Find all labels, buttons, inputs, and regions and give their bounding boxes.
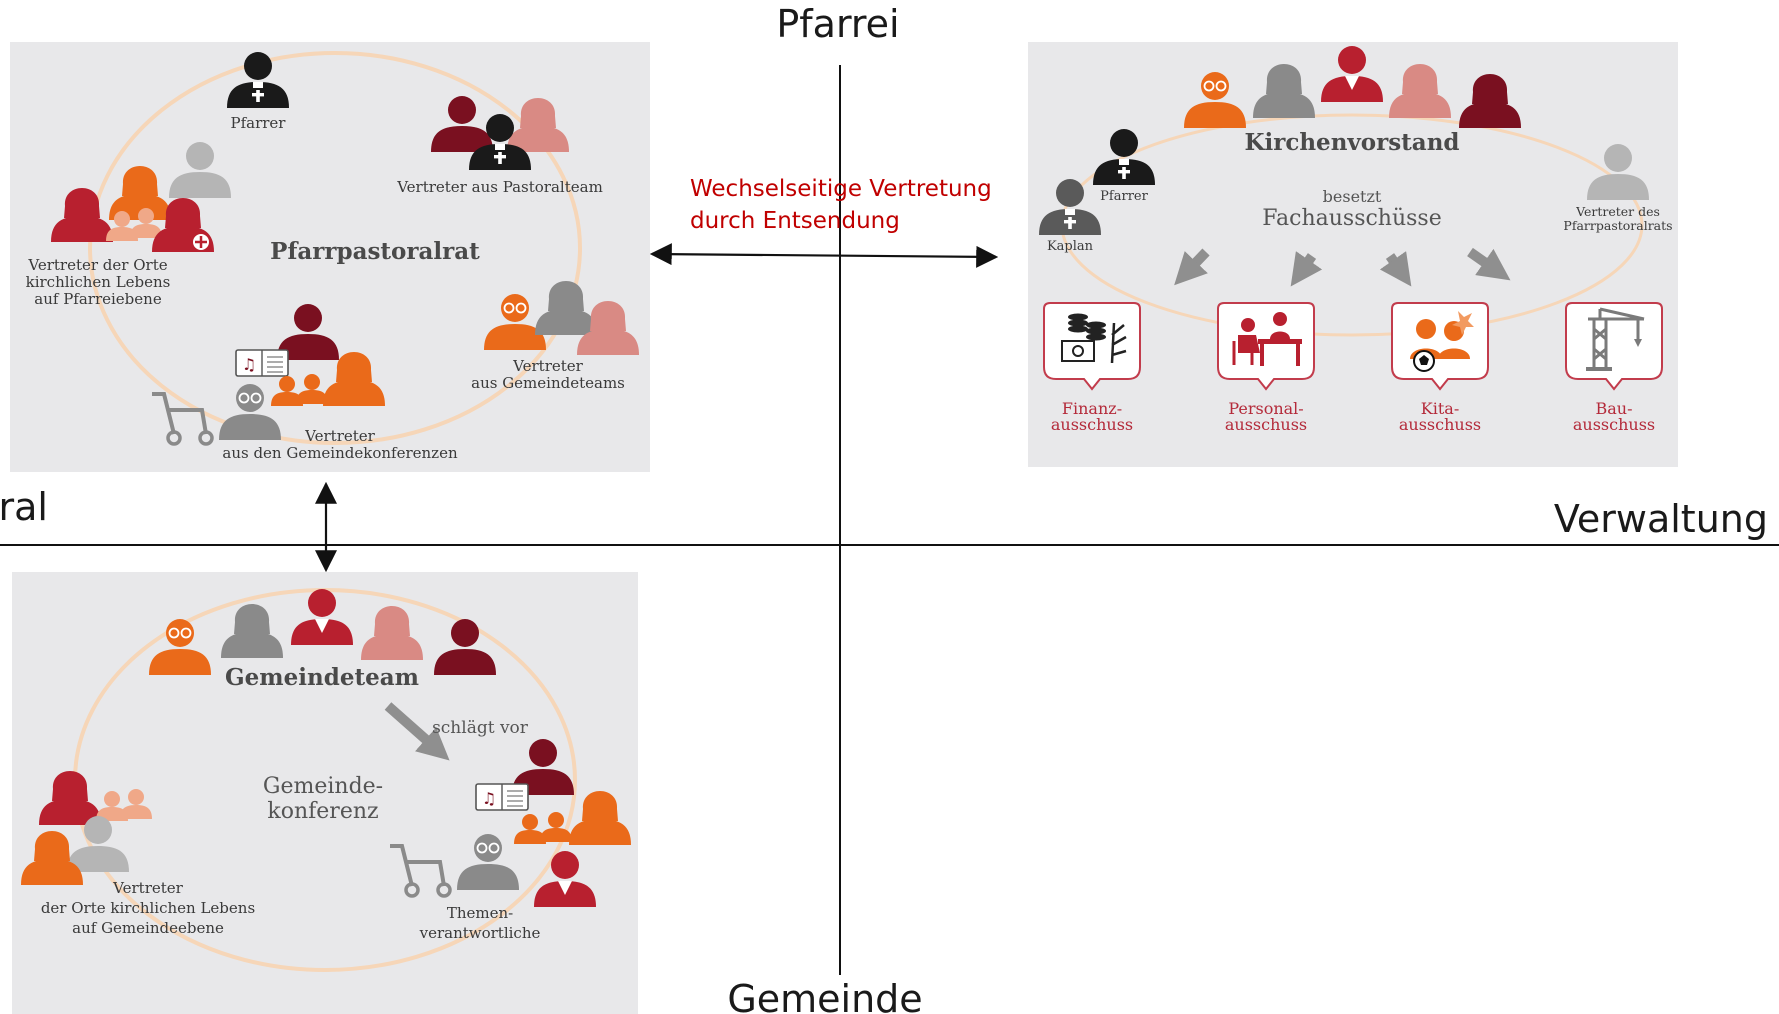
arrow-to-kitaausschuss [1379,251,1412,287]
pfarrpastoralrat-panel: Pfarrer Vertreter aus Pastoralteam Vertr… [10,42,650,472]
axis-label-pfarrei: Pfarrei [776,2,899,46]
gemeindekonferenzen-label-1: Vertreter [304,427,375,445]
desk-meeting-icon [1232,312,1302,366]
committee-label-line-1: Kita- [1421,399,1459,418]
gemeindekonferenz-label-2: konferenz [267,799,378,824]
committees-group: Finanz-ausschussPersonal-ausschussKita-a… [1043,302,1663,434]
committee-bubble [1391,302,1489,390]
kv-pfarrer-label: Pfarrer [1100,189,1148,204]
committee-4: Bau-ausschuss [1565,302,1663,434]
axis-label-verwaltung: Verwaltung [1554,497,1768,541]
committee-label-line-2: ausschuss [1399,415,1481,434]
pfarrpastoralrat-title: Pfarrpastoralrat [270,238,480,265]
committee-label-line-1: Personal- [1228,399,1303,418]
gemeindeteams-label-1: Vertreter [512,357,583,375]
orte-pfarrei-icon [51,142,231,252]
committee-2: Personal-ausschuss [1217,302,1315,434]
gemeindekonferenzen-label-2: aus den Gemeindekonferenzen [222,444,458,462]
themen-label-2: verantwortliche [419,924,541,942]
committee-3: Kita-ausschuss [1391,302,1489,434]
committee-label-line-2: ausschuss [1225,415,1307,434]
themen-label-1: Themen- [447,904,513,922]
crane-icon [1586,307,1645,371]
arrow-to-bauausschuss [1467,247,1511,281]
axis-label-pastoral: Pastoral [0,485,48,529]
gemeindeteams-label-2: aus Gemeindeteams [471,374,625,392]
committee-label-line-2: ausschuss [1573,415,1655,434]
exchange-note-line-1: Wechselseitige Vertretung [690,176,992,202]
orte-gemeinde-label-2: der Orte kirchlichen Lebens [41,899,255,917]
orte-pfarrei-label-3: auf Pfarreiebene [34,290,162,308]
pfarrpastoralrat-ring [88,51,582,445]
committee-label-line-1: Finanz- [1062,399,1122,418]
coins-icon [1061,313,1127,364]
kirchenvorstand-panel: Kirchenvorstand besetzt Fachausschüsse P… [1028,42,1678,467]
orte-gemeinde-label-3: auf Gemeindeebene [72,919,224,937]
kaplan-label: Kaplan [1047,239,1094,254]
vertreter-pfarrpastoralrat-label-2: Pfarrpastoralrats [1563,218,1672,233]
besetzt-label: besetzt [1323,187,1382,206]
vertreter-pfarrpastoralrat-label-1: Vertreter des [1575,204,1660,219]
gemeindeteam-title: Gemeindeteam [225,664,419,691]
pfarrpastoralrat-pfarrer-label: Pfarrer [231,114,287,132]
axis-label-gemeinde: Gemeinde [727,977,922,1014]
committee-label-line-1: Bau- [1595,399,1632,418]
pastoralteam-label: Vertreter aus Pastoralteam [396,178,603,196]
arrow-to-personalausschuss [1290,251,1323,287]
schlaegt-vor-arrow [384,702,450,761]
orte-pfarrei-label-1: Vertreter der Orte [27,256,167,274]
kirchenvorstand-title: Kirchenvorstand [1244,129,1459,156]
exchange-note-line-2: durch Entsendung [690,208,900,234]
gemeindekonferenz-label-1: Gemeinde- [263,774,383,799]
orte-pfarrei-label-2: kirchlichen Lebens [26,273,171,291]
committee-bubble [1565,302,1663,390]
exchange-arrow-horizontal [649,243,999,268]
schlaegt-vor-label: schlägt vor [432,718,529,738]
orte-gemeinde-label-1: Vertreter [112,879,183,897]
committee-1: Finanz-ausschuss [1043,302,1141,434]
gemeindeteam-panel: Gemeindeteam schlägt vor Gemeinde- konfe… [12,572,638,1014]
children-ball-icon [1410,311,1474,372]
committee-label-line-2: ausschuss [1051,415,1133,434]
arrow-to-finanzausschuss [1174,248,1210,286]
fachausschuesse-label: Fachausschüsse [1262,206,1442,231]
